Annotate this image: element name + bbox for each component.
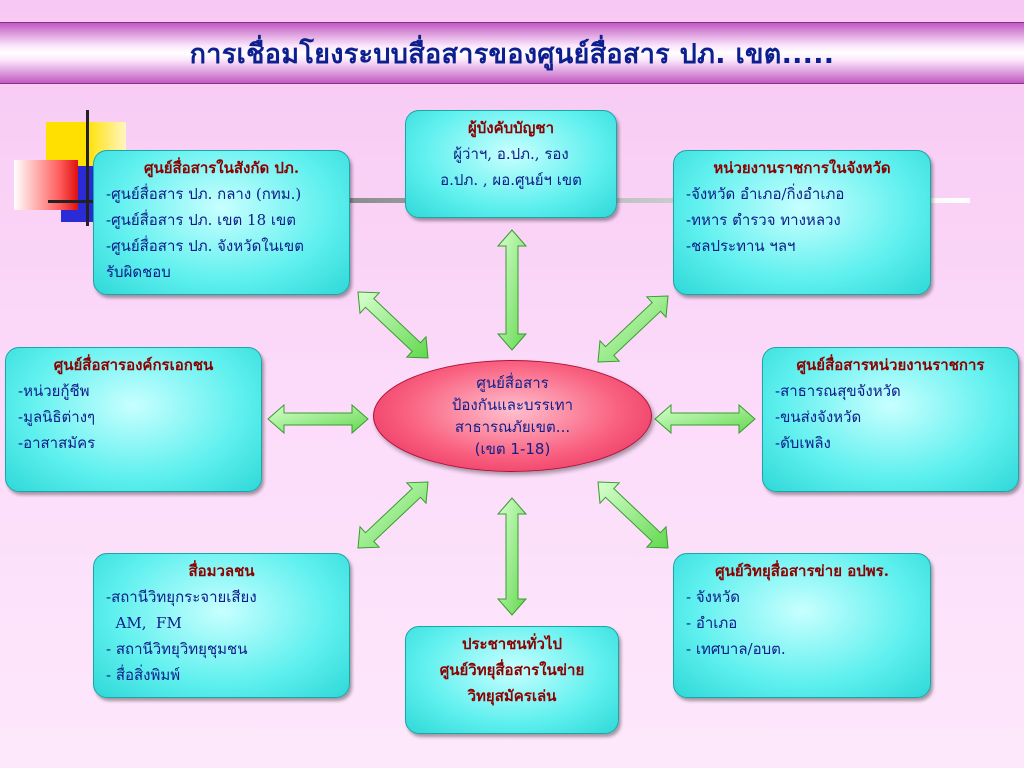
arrow-provincial bbox=[597, 295, 669, 363]
box-commanders-line: อ.ปภ. , ผอ.ศูนย์ฯ เขต bbox=[440, 171, 582, 189]
box-dpm-centers-heading: ศูนย์สื่อสารในสังกัด ปภ. bbox=[143, 159, 300, 177]
box-government-centers: ศูนย์สื่อสารหน่วยงานราชการ -สาธารณสุขจัง… bbox=[762, 347, 1019, 492]
box-general-public-line: วิทยุสมัครเล่น bbox=[467, 687, 557, 705]
box-general-public-heading: ประชาชนทั่วไป bbox=[461, 635, 563, 653]
arrow-commanders bbox=[496, 229, 528, 351]
box-private-org-line: -อาสาสมัคร bbox=[18, 434, 96, 452]
box-commanders: ผู้บังคับบัญชา ผู้ว่าฯ, อ.ปภ., รอง อ.ปภ.… bbox=[405, 110, 617, 218]
box-mass-media-line: AM, FM bbox=[106, 614, 182, 632]
box-general-public-line: ศูนย์วิทยุสื่อสารในข่าย bbox=[439, 661, 585, 679]
decor-horizontal-short-line bbox=[48, 200, 108, 203]
decor-vertical-line bbox=[86, 110, 89, 226]
box-volunteer-radio: ศูนย์วิทยุสื่อสารข่าย อปพร. - จังหวัด - … bbox=[673, 553, 931, 698]
box-provincial-agencies-line: -ชลประทาน ฯลฯ bbox=[686, 237, 796, 255]
box-provincial-agencies-line: -ทหาร ตำรวจ ทางหลวง bbox=[686, 211, 841, 229]
box-general-public: ประชาชนทั่วไป ศูนย์วิทยุสื่อสารในข่าย วิ… bbox=[405, 626, 619, 734]
box-government-centers-line: -สาธารณสุขจังหวัด bbox=[775, 382, 901, 400]
box-commanders-heading: ผู้บังคับบัญชา bbox=[467, 119, 555, 137]
box-dpm-centers-line: -ศูนย์สื่อสาร ปภ. เขต 18 เขต bbox=[106, 211, 297, 229]
box-mass-media-line: -สถานีวิทยุกระจายเสียง bbox=[106, 588, 257, 606]
arrow-government bbox=[654, 403, 756, 435]
box-dpm-centers: ศูนย์สื่อสารในสังกัด ปภ. -ศูนย์สื่อสาร ป… bbox=[93, 150, 350, 295]
box-mass-media-heading: สื่อมวลชน bbox=[188, 562, 255, 580]
box-commanders-line: ผู้ว่าฯ, อ.ปภ., รอง bbox=[453, 145, 569, 163]
box-mass-media: สื่อมวลชน -สถานีวิทยุกระจายเสียง AM, FM … bbox=[93, 553, 350, 698]
box-provincial-agencies: หน่วยงานราชการในจังหวัด -จังหวัด อำเภอ/ก… bbox=[673, 150, 931, 295]
box-mass-media-line: - สื่อสิ่งพิมพ์ bbox=[106, 666, 181, 684]
arrow-volunteer-radio bbox=[597, 481, 669, 549]
center-line: (เขต 1-18) bbox=[474, 440, 551, 458]
center-line: ศูนย์สื่อสาร bbox=[476, 374, 549, 392]
arrow-general-public bbox=[496, 497, 528, 616]
arrow-mass-media bbox=[357, 481, 429, 549]
box-government-centers-line: -ดับเพลิง bbox=[775, 434, 831, 452]
center-line: สาธารณภัยเขต... bbox=[454, 418, 571, 436]
box-volunteer-radio-line: - จังหวัด bbox=[686, 588, 741, 606]
box-volunteer-radio-line: - เทศบาล/อบต. bbox=[686, 640, 786, 658]
box-volunteer-radio-heading: ศูนย์วิทยุสื่อสารข่าย อปพร. bbox=[715, 562, 889, 580]
box-private-org-line: -หน่วยกู้ชีพ bbox=[18, 382, 90, 400]
box-private-org-heading: ศูนย์สื่อสารองค์กรเอกชน bbox=[53, 356, 214, 374]
box-dpm-centers-line: -ศูนย์สื่อสาร ปภ. กลาง (กทม.) bbox=[106, 185, 302, 203]
decor-horizontal-line bbox=[340, 198, 970, 203]
box-dpm-centers-line: รับผิดชอบ bbox=[106, 263, 171, 281]
box-government-centers-heading: ศูนย์สื่อสารหน่วยงานราชการ bbox=[796, 356, 985, 374]
box-private-org-line: -มูลนิธิต่างๆ bbox=[18, 408, 96, 426]
box-government-centers-line: -ขนส่งจังหวัด bbox=[775, 408, 862, 426]
box-volunteer-radio-line: - อำเภอ bbox=[686, 614, 738, 632]
title-bar: การเชื่อมโยงระบบสื่อสารของศูนย์สื่อสาร ป… bbox=[0, 22, 1024, 84]
arrow-dpm-centers bbox=[357, 291, 429, 359]
box-provincial-agencies-line: -จังหวัด อำเภอ/กิ่งอำเภอ bbox=[686, 185, 845, 203]
center-line: ป้องกันและบรรเทา bbox=[451, 396, 574, 414]
page-title: การเชื่อมโยงระบบสื่อสารของศูนย์สื่อสาร ป… bbox=[189, 38, 835, 70]
box-dpm-centers-line: -ศูนย์สื่อสาร ปภ. จังหวัดในเขต bbox=[106, 237, 305, 255]
box-provincial-agencies-heading: หน่วยงานราชการในจังหวัด bbox=[713, 159, 891, 177]
center-comm-hub: ศูนย์สื่อสาร ป้องกันและบรรเทา สาธารณภัยเ… bbox=[373, 360, 652, 472]
box-mass-media-line: - สถานีวิทยุวิทยุชุมชน bbox=[106, 640, 248, 658]
box-private-org-centers: ศูนย์สื่อสารองค์กรเอกชน -หน่วยกู้ชีพ -มู… bbox=[5, 347, 262, 492]
arrow-private-org bbox=[267, 403, 369, 435]
